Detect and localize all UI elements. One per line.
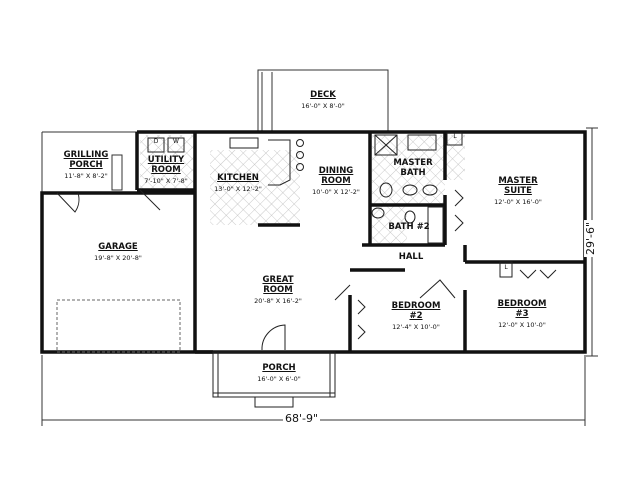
- room-name: SUITE: [504, 185, 532, 196]
- room-name: PORCH: [262, 363, 296, 373]
- room-name: BATH #2: [388, 222, 430, 232]
- front-porch-outline: [212, 351, 336, 408]
- room-size: 11'-8" X 8'-2": [64, 171, 108, 180]
- room-name: UTILITY: [147, 155, 185, 165]
- bath2-label: BATH #2: [388, 222, 430, 233]
- room-name: ROOM: [263, 284, 293, 295]
- room-name: ROOM: [151, 164, 181, 175]
- room-name: ROOM: [321, 175, 351, 186]
- room-size: 12'-0" X 10'-0": [498, 320, 546, 329]
- room-size: 12'-0" X 16'-0": [494, 197, 542, 206]
- room-name: DINING: [318, 166, 354, 176]
- room-name: KITCHEN: [217, 173, 259, 183]
- grilling-porch-outline: [41, 131, 137, 193]
- room-size: 12'-4" X 10'-0": [392, 322, 440, 331]
- room-name: DECK: [310, 90, 336, 100]
- linen-closet-label: L: [453, 133, 457, 140]
- room-size: 19'-8" X 20'-8": [94, 253, 142, 262]
- linen-closet-label: L: [504, 264, 508, 271]
- room-name: GRILLING: [63, 150, 109, 160]
- room-name: PORCH: [69, 159, 103, 170]
- room-name: BEDROOM: [497, 299, 547, 309]
- interior-lines: [56, 132, 557, 353]
- room-name: HALL: [398, 252, 424, 262]
- tile-floors: [140, 135, 465, 245]
- room-name: #2: [409, 310, 423, 321]
- room-name: GARAGE: [98, 242, 138, 252]
- room-name: #3: [515, 308, 529, 319]
- room-name: BEDROOM: [391, 301, 441, 311]
- hall-label: HALL: [398, 252, 424, 263]
- overall-width-dimension: 68'-9": [283, 412, 321, 425]
- washer-label: W: [173, 138, 179, 145]
- room-name: GREAT: [262, 275, 294, 285]
- room-size: 10'-0" X 12'-2": [312, 187, 360, 196]
- room-size: 13'-0" X 12'-2": [214, 184, 262, 193]
- room-size: 20'-8" X 16'-2": [254, 296, 302, 305]
- walls: [40, 130, 587, 354]
- room-size: 16'-0" X 8'-0": [301, 101, 345, 110]
- room-name: MASTER: [393, 158, 433, 168]
- room-size: 7'-10" X 7'-8": [144, 176, 188, 185]
- room-size: 16'-0" X 6'-0": [257, 374, 301, 383]
- dryer-label: D: [153, 138, 159, 145]
- room-name: BATH: [400, 167, 426, 178]
- overall-depth-dimension: 29'-6": [584, 219, 598, 258]
- room-name: MASTER: [498, 176, 538, 186]
